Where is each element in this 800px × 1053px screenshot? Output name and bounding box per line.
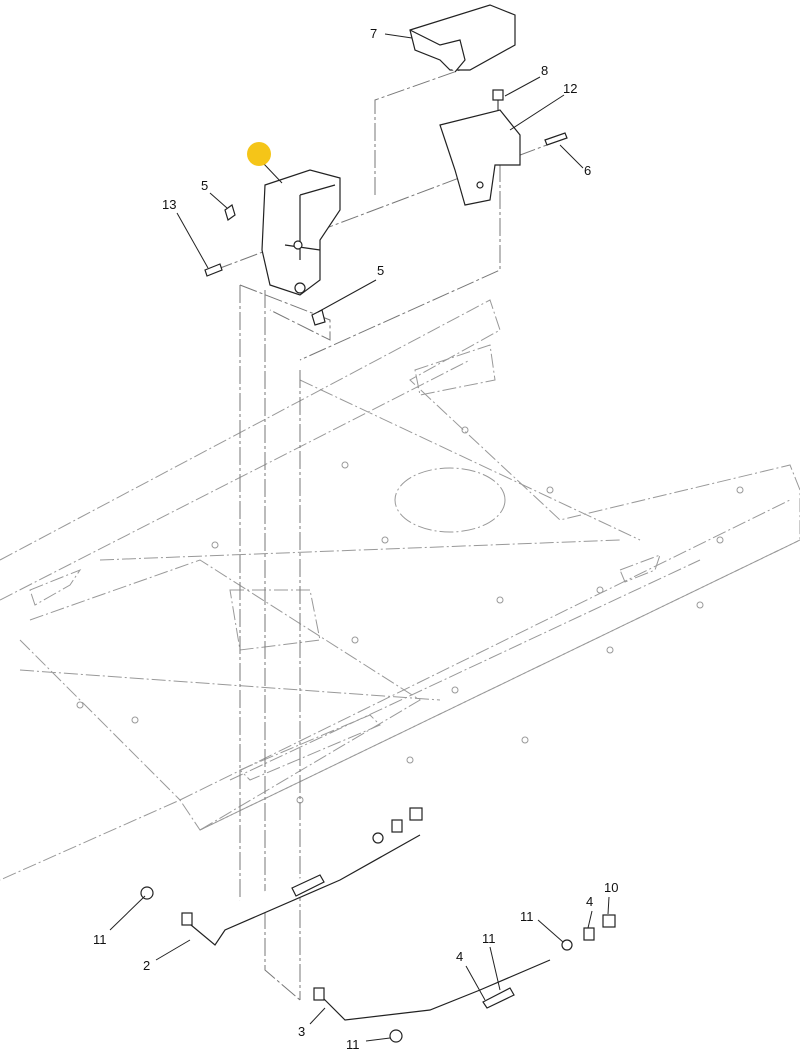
callout-5-lower[interactable]: 5 [377, 263, 384, 278]
part-6-pin[interactable] [544, 132, 568, 146]
rod-assembly-2[interactable] [140, 807, 423, 946]
part-7-cover[interactable] [409, 4, 516, 73]
callout-11-mid[interactable]: 11 [482, 931, 496, 946]
leader-lines [109, 33, 610, 1042]
callout-2[interactable]: 2 [143, 958, 150, 973]
callout-8[interactable]: 8 [541, 63, 548, 78]
callout-4-mid[interactable]: 4 [456, 949, 463, 964]
control-module[interactable] [261, 169, 341, 296]
callout-4-right[interactable]: 4 [586, 894, 593, 909]
part-13-screw[interactable] [204, 263, 223, 277]
callout-10[interactable]: 10 [604, 880, 618, 895]
part-12-bracket[interactable] [439, 109, 521, 206]
chassis-frame-phantom [0, 299, 800, 881]
callout-11-right[interactable]: 11 [520, 909, 534, 924]
highlight-hotspot[interactable] [247, 142, 271, 166]
callout-6[interactable]: 6 [584, 163, 591, 178]
callout-11-left[interactable]: 11 [93, 932, 107, 947]
callout-12[interactable]: 12 [563, 81, 577, 96]
callout-7[interactable]: 7 [370, 26, 377, 41]
rod-assembly-3[interactable] [313, 914, 616, 1043]
callout-11-bottom[interactable]: 11 [346, 1037, 360, 1052]
part-8-bolt[interactable] [492, 89, 504, 110]
callout-13[interactable]: 13 [162, 197, 176, 212]
callout-5[interactable]: 5 [201, 178, 208, 193]
part-5-clip[interactable] [224, 204, 326, 326]
callout-3[interactable]: 3 [298, 1024, 305, 1039]
callout-labels: 7 8 12 6 5 13 5 11 2 11 4 10 11 4 3 11 [93, 26, 618, 1052]
